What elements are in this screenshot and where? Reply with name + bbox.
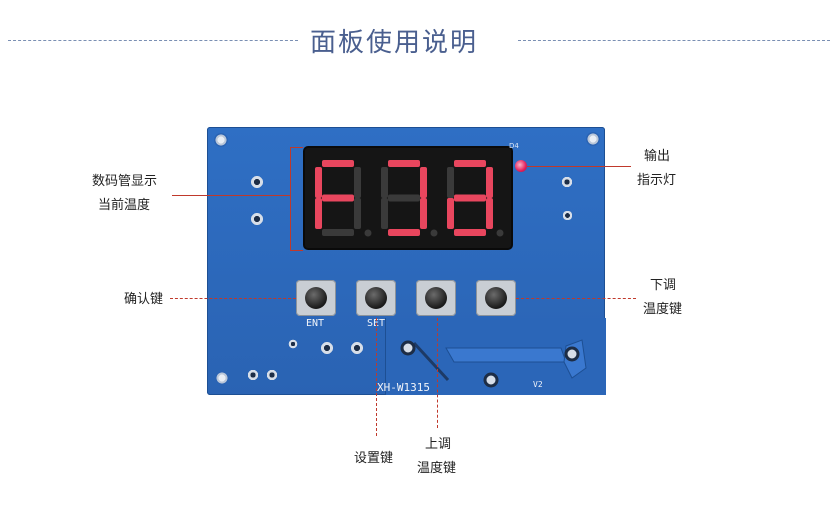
up-label-line1: 上调 — [425, 437, 452, 452]
led-silkscreen: D4 — [509, 142, 519, 150]
relay-silkscreen: V2 — [533, 380, 543, 389]
down-label-line2: 温度键 — [643, 302, 683, 317]
title-bar: 面板使用说明 — [0, 18, 837, 62]
display-pointer-line — [172, 195, 290, 196]
solder-pad — [562, 210, 573, 221]
ent-button[interactable] — [296, 280, 336, 316]
set-button-cap[interactable] — [365, 287, 387, 309]
segment — [388, 229, 420, 236]
display-digit — [315, 160, 372, 237]
output-label-line2: 指示灯 — [637, 173, 677, 188]
segment — [354, 167, 361, 198]
segment — [315, 167, 322, 198]
solder-pad — [247, 369, 259, 381]
display-digit — [447, 160, 504, 237]
segment — [420, 198, 427, 229]
board-model-label: XH-W1315 — [377, 381, 430, 394]
down-label-line1: 下调 — [650, 278, 677, 293]
solder-pad — [250, 175, 264, 189]
segment — [381, 167, 388, 198]
segment — [454, 229, 486, 236]
solder-pad — [266, 369, 278, 381]
segment — [447, 167, 454, 198]
page-title: 面板使用说明 — [310, 28, 479, 58]
segment — [315, 198, 322, 229]
mount-hole-top-right — [586, 132, 600, 146]
solder-pad — [250, 212, 264, 226]
confirm-label: 确认键 — [124, 292, 164, 307]
ent-button-cap[interactable] — [305, 287, 327, 309]
title-divider-left — [8, 40, 298, 41]
mount-hole-bottom-left — [215, 371, 229, 385]
solder-pad — [320, 341, 334, 355]
segment — [486, 198, 493, 229]
segment — [381, 198, 388, 229]
segment — [454, 194, 486, 202]
up-pointer-line — [437, 318, 438, 428]
relay-area — [385, 318, 606, 395]
decimal-point — [364, 229, 372, 237]
segment — [486, 167, 493, 198]
segment — [447, 198, 454, 229]
segment — [454, 160, 486, 167]
down-button-cap[interactable] — [485, 287, 507, 309]
display-label-line2: 当前温度 — [98, 198, 151, 213]
display-digits — [315, 160, 504, 237]
decimal-point — [430, 229, 438, 237]
segment — [322, 229, 354, 236]
segment — [354, 198, 361, 229]
segment — [322, 160, 354, 167]
set-pointer-line — [376, 318, 377, 436]
display-label-line1: 数码管显示 — [92, 174, 158, 189]
up-label-line2: 温度键 — [417, 461, 457, 476]
solder-pad — [350, 341, 364, 355]
solder-pad — [288, 339, 298, 349]
solder-pad — [561, 176, 573, 188]
segment — [420, 167, 427, 198]
confirm-pointer-line — [170, 298, 296, 299]
segment — [322, 194, 354, 202]
down-pointer-line — [516, 298, 636, 299]
segment — [388, 194, 420, 202]
seven-segment-display — [305, 148, 511, 248]
mount-hole-top-left — [214, 133, 228, 147]
output-indicator-led — [515, 160, 527, 172]
ent-button-label: ENT — [306, 318, 325, 329]
up-button-cap[interactable] — [425, 287, 447, 309]
set-button[interactable] — [356, 280, 396, 316]
decimal-point — [496, 229, 504, 237]
title-divider-right — [518, 40, 830, 41]
up-button[interactable] — [416, 280, 456, 316]
set-label: 设置键 — [354, 451, 394, 466]
output-label-line1: 输出 — [644, 149, 671, 164]
display-digit — [381, 160, 438, 237]
relay-trace-graphic — [400, 339, 587, 388]
down-button[interactable] — [476, 280, 516, 316]
display-bracket — [290, 147, 303, 251]
output-pointer-line — [527, 166, 631, 167]
segment — [388, 160, 420, 167]
